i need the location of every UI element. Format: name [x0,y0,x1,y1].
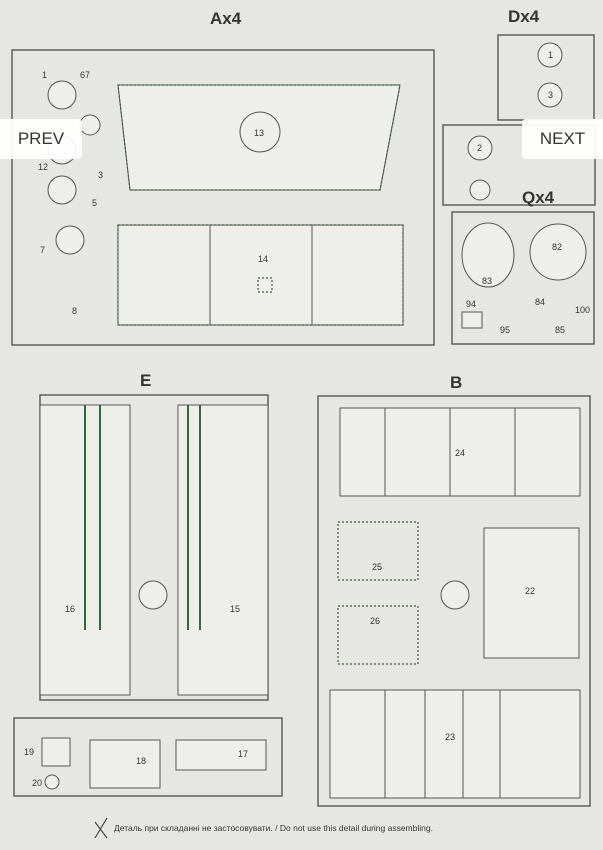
part-14 [117,224,404,326]
wheel-parts [47,80,101,255]
sprue-e-label: E [140,371,151,390]
part-number: 15 [230,604,240,614]
sprue-q-label: Qx4 [522,188,555,207]
part-number: 23 [445,732,455,742]
sprue-a-label: Ax4 [210,9,242,28]
part-number: 20 [32,778,42,788]
sprue-d-label: Dx4 [508,7,540,26]
part-number: 22 [525,586,535,596]
part-15 [177,404,269,696]
part-number: 95 [500,325,510,335]
part-26 [337,605,419,665]
part-number: 18 [136,756,146,766]
part-number: 1 [42,70,47,80]
part-number: 100 [575,305,590,315]
footnote: Деталь при складанні не застосовувати. /… [114,823,433,833]
part-number: 5 [92,198,97,208]
part-number: 25 [372,562,382,572]
part-number: 3 [548,90,553,100]
part-number: 14 [258,254,268,264]
part-number: 94 [466,299,476,309]
prev-button[interactable]: PREV [0,119,82,159]
part-number: 26 [370,616,380,626]
part-number: 16 [65,604,75,614]
part-number: 3 [98,170,103,180]
part-number: 8 [72,306,77,316]
part-number: 13 [254,128,264,138]
part-number: 82 [552,242,562,252]
part-number: 85 [555,325,565,335]
part-number: 17 [238,749,248,759]
part-22 [483,527,580,659]
next-button[interactable]: NEXT [522,119,603,159]
part-23 [329,689,581,799]
part-number: 19 [24,747,34,757]
part-number: 67 [80,70,90,80]
part-number: 12 [38,162,48,172]
part-number: 2 [477,143,482,153]
sprue-q-frame [451,211,595,345]
part-number: 84 [535,297,545,307]
do-not-use-cross-icon [94,817,108,839]
part-number: 83 [482,276,492,286]
part-24 [339,407,581,497]
sprue-b-label: B [450,373,462,392]
part-number: 7 [40,245,45,255]
sprue-b-frame [317,395,591,807]
part-25 [337,521,419,581]
part-number: 1 [548,50,553,60]
sprue-a-frame [11,49,435,346]
part-number: 24 [455,448,465,458]
